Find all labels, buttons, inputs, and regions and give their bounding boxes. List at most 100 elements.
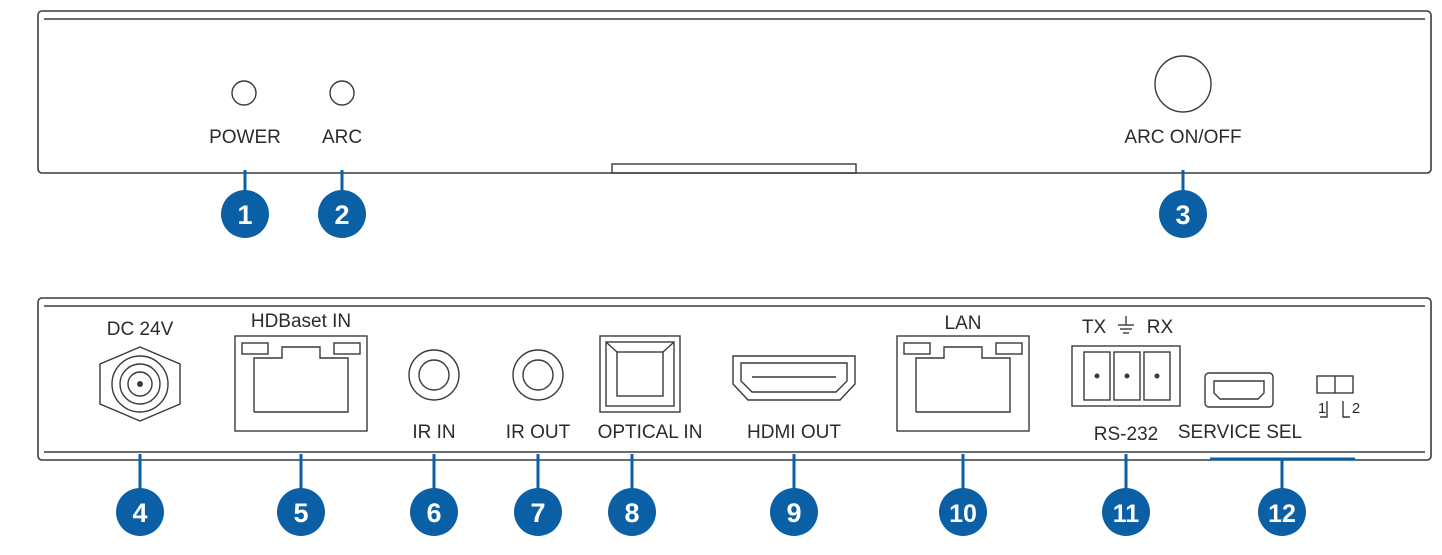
callout-7-number: 7 — [530, 498, 545, 528]
usb-port-outer — [1204, 372, 1274, 408]
hdmi-out-label: HDMI OUT — [747, 422, 841, 443]
hdbaset-jack-opening — [253, 346, 349, 413]
terminal-slot-1 — [1083, 351, 1111, 401]
lan-port-icon — [896, 335, 1030, 432]
front-panel-body — [37, 10, 1432, 174]
ground-symbol-icon — [1118, 316, 1134, 334]
sel-switch-label-1: 1 — [1318, 400, 1326, 417]
terminal-pin-1 — [1094, 373, 1100, 379]
callout-3-number: 3 — [1175, 200, 1190, 230]
ir-in-port-icon — [408, 349, 460, 401]
hdmi-port-inner — [740, 362, 848, 393]
service-label: SERVICE SEL — [1178, 422, 1302, 443]
dc-jack-pin — [137, 381, 143, 387]
callout-12-number: 12 — [1268, 500, 1296, 528]
hdbaset-port-frame — [234, 335, 368, 432]
hdbaset-led-left — [241, 342, 269, 355]
callout-3: 3 — [1159, 170, 1207, 238]
callout-4-number: 4 — [132, 498, 147, 528]
terminal-pin-2 — [1124, 373, 1130, 379]
hdbaset-label: HDBaset IN — [251, 311, 351, 332]
callout-2-number: 2 — [334, 200, 349, 230]
callout-10: 10 — [939, 454, 987, 536]
callout-11-number: 11 — [1113, 500, 1140, 528]
terminal-slot-2 — [1113, 351, 1141, 401]
callout-11: 11 — [1102, 454, 1150, 536]
rs232-label: RS-232 — [1094, 424, 1158, 445]
terminal-pin-3 — [1154, 373, 1160, 379]
callout-1-badge — [221, 190, 269, 238]
callout-5-number: 5 — [293, 498, 308, 528]
callout-12: 12 — [1210, 457, 1355, 536]
ir-out-jack-inner — [522, 359, 554, 391]
rs232-rx-label: RX — [1147, 317, 1174, 338]
callout-1-number: 1 — [237, 200, 252, 230]
power-led-icon — [231, 80, 257, 106]
callout-5: 5 — [277, 454, 325, 536]
callout-6: 6 — [410, 454, 458, 536]
callout-9: 9 — [770, 454, 818, 536]
callout-8: 8 — [608, 454, 656, 536]
hdmi-port-outer — [732, 355, 856, 401]
callout-10-badge — [939, 488, 987, 536]
callout-9-badge — [770, 488, 818, 536]
callout-12-badge — [1258, 488, 1306, 536]
callout-7: 7 — [514, 454, 562, 536]
power-label: POWER — [209, 127, 281, 148]
dc-jack-icon — [99, 346, 181, 422]
ir-out-label: IR OUT — [506, 422, 571, 443]
callout-6-badge — [410, 488, 458, 536]
callout-5-badge — [277, 488, 325, 536]
arc-led-icon — [329, 80, 355, 106]
service-usb-port-icon — [1204, 372, 1274, 408]
lan-jack-opening — [915, 346, 1011, 413]
rs232-terminal-block-icon — [1071, 345, 1181, 407]
arc-onoff-button[interactable] — [1154, 55, 1212, 113]
terminal-slot-3 — [1143, 351, 1171, 401]
dc-label: DC 24V — [107, 319, 174, 340]
lan-led-left — [903, 342, 931, 355]
hdbaset-port-icon — [234, 335, 368, 432]
callout-7-badge — [514, 488, 562, 536]
lan-label: LAN — [945, 313, 982, 334]
lan-port-frame — [896, 335, 1030, 432]
optical-port-outer — [599, 335, 681, 413]
sel-switch-mark-2 — [1342, 401, 1350, 418]
callout-2-badge — [318, 190, 366, 238]
callout-8-badge — [608, 488, 656, 536]
sel-switch-mark-1 — [1320, 401, 1328, 418]
terminal-block-frame — [1071, 345, 1181, 407]
optical-port-bevel-tl — [605, 341, 618, 353]
ir-out-port-icon — [512, 349, 564, 401]
callout-4-badge — [116, 488, 164, 536]
sel-switch-label-2: 2 — [1352, 400, 1360, 417]
optical-label: OPTICAL IN — [598, 422, 703, 443]
ir-in-jack-outer — [408, 349, 460, 401]
callout-9-number: 9 — [786, 498, 801, 528]
dc-jack-ring-outer — [111, 355, 169, 413]
front-panel-tab — [611, 163, 857, 174]
callout-10-number: 10 — [949, 500, 977, 528]
hdbaset-led-right — [333, 342, 361, 355]
arc-onoff-label: ARC ON/OFF — [1124, 127, 1241, 148]
optical-port-icon — [599, 335, 681, 413]
callout-4: 4 — [116, 454, 164, 536]
callout-8-number: 8 — [624, 498, 639, 528]
callout-3-badge — [1159, 190, 1207, 238]
front-panel: POWER ARC ARC ON/OFF — [37, 10, 1432, 174]
rear-panel: DC 24V HDBaset IN IR IN IR OUT — [37, 297, 1432, 461]
optical-port-mid — [605, 341, 675, 407]
callout-11-badge — [1102, 488, 1150, 536]
ir-in-jack-inner — [418, 359, 450, 391]
lan-led-right — [995, 342, 1023, 355]
optical-port-bevel-tr — [662, 341, 675, 353]
ir-out-jack-outer — [512, 349, 564, 401]
optical-port-inner — [616, 351, 664, 397]
dc-jack-ring-mid — [119, 363, 161, 405]
rs232-tx-label: TX — [1082, 317, 1107, 338]
rear-panel-body — [37, 297, 1432, 461]
callout-2: 2 — [318, 170, 366, 238]
sel-switch[interactable]: 1 2 — [1316, 375, 1360, 418]
ir-in-label: IR IN — [412, 422, 455, 443]
